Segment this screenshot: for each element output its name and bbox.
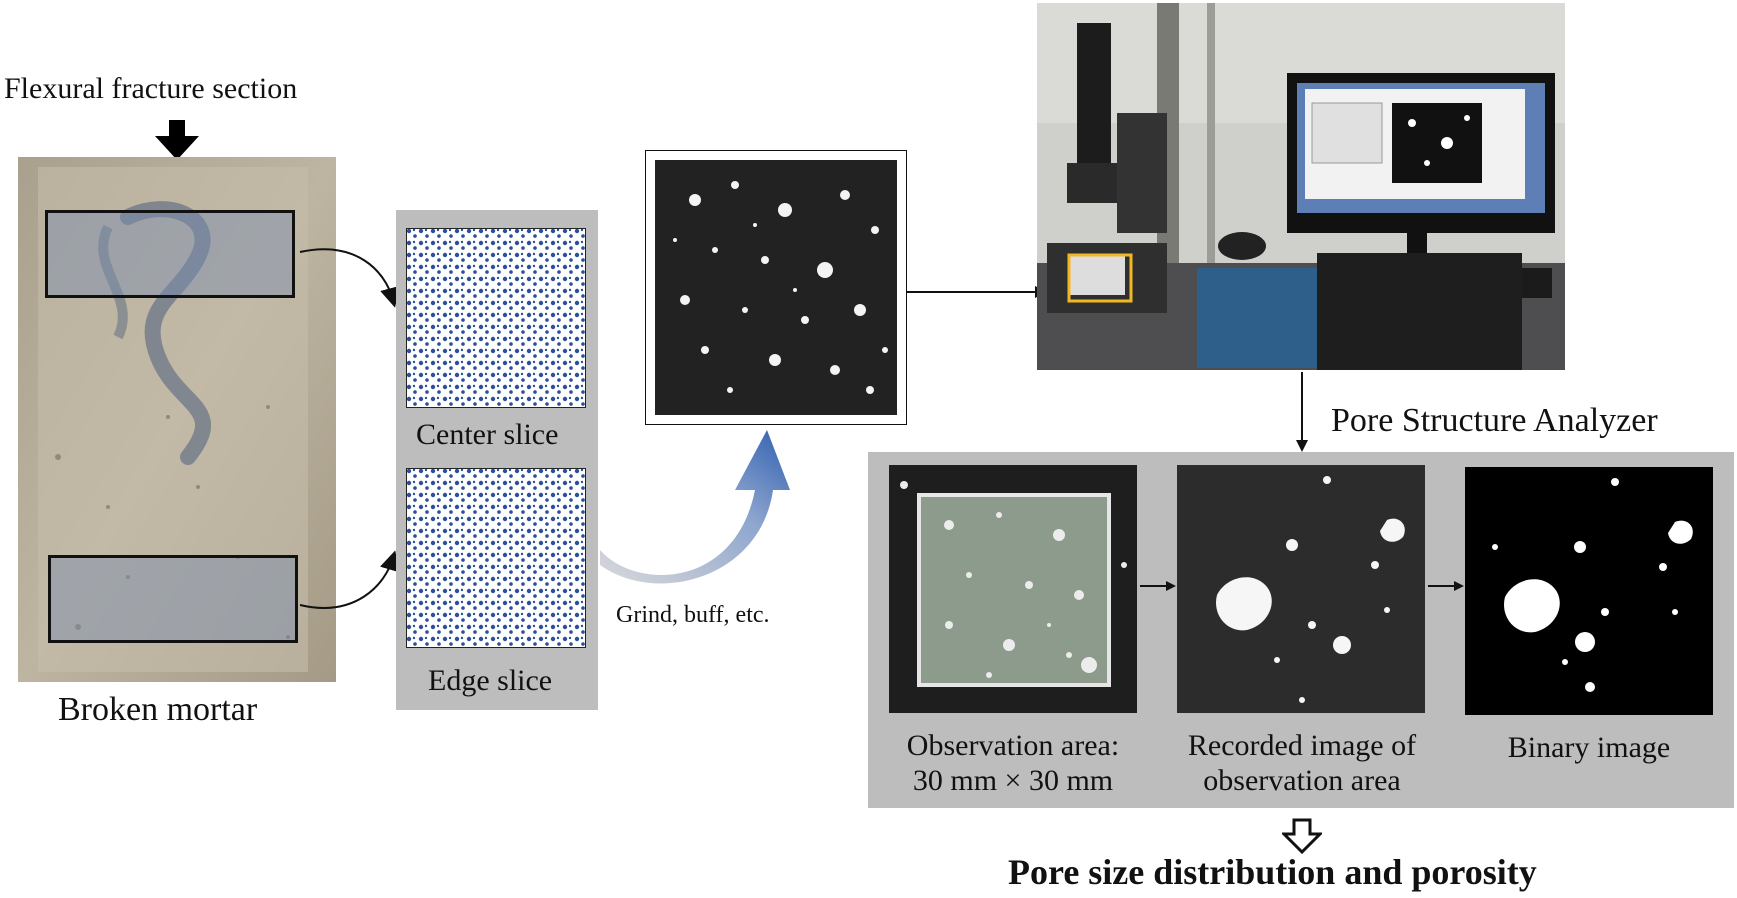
recorded-image — [1177, 465, 1425, 713]
arrow-recorded-to-binary — [1428, 581, 1464, 591]
flexural-section-label: Flexural fracture section — [4, 72, 298, 105]
down-arrow — [1296, 372, 1308, 452]
edge-slice-region — [48, 555, 298, 643]
grind-label: Grind, buff, etc. — [616, 602, 770, 628]
edge-slice-label: Edge slice — [428, 664, 553, 697]
recorded-caption-2: observation area — [1203, 764, 1401, 797]
edge-slice-image — [406, 468, 586, 648]
analyzer-label: Pore Structure Analyzer — [1331, 402, 1658, 439]
center-slice-label: Center slice — [416, 418, 559, 451]
hollow-down-arrow-icon — [1282, 818, 1322, 854]
recorded-caption-1: Recorded image of — [1187, 729, 1417, 762]
center-slice-region — [45, 210, 295, 298]
polished-sample-photo — [645, 150, 907, 425]
observation-area-image — [889, 465, 1137, 713]
right-arrow — [907, 286, 1047, 298]
curved-arrows — [299, 248, 400, 609]
arrow-obs-to-recorded — [1140, 581, 1176, 591]
obs-area-caption-1: Observation area: — [906, 729, 1120, 762]
apparatus-photo — [1037, 3, 1565, 370]
result-label: Pore size distribution and porosity — [1008, 852, 1537, 892]
obs-area-caption-2: 30 mm × 30 mm — [912, 764, 1114, 797]
sweep-arrow-icon — [600, 430, 790, 584]
binary-image — [1465, 467, 1713, 715]
binary-caption: Binary image — [1507, 731, 1671, 764]
down-arrow-icon — [155, 120, 199, 160]
broken-mortar-photo — [18, 157, 336, 682]
center-slice-image — [406, 228, 586, 408]
broken-mortar-label: Broken mortar — [58, 691, 258, 728]
